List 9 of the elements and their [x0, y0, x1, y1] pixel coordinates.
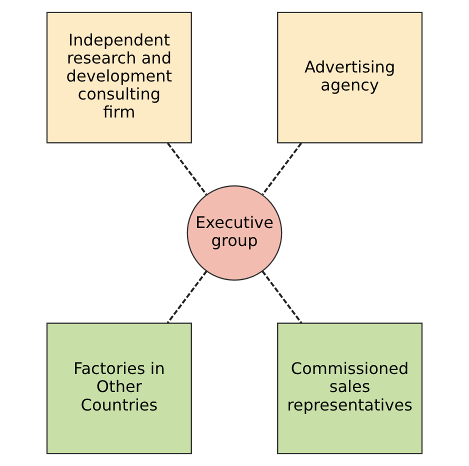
- connector: [166, 142, 208, 196]
- connector: [166, 270, 208, 324]
- node-box: Commissioned sales representatives: [277, 322, 423, 454]
- node-box: Independent research and development consulting firm: [46, 12, 192, 144]
- connector: [262, 270, 302, 324]
- node-circle: Executive group: [186, 185, 282, 281]
- node-box: Factories in Other Countries: [46, 322, 192, 454]
- connector: [262, 142, 302, 196]
- node-box: Advertising agency: [277, 12, 423, 144]
